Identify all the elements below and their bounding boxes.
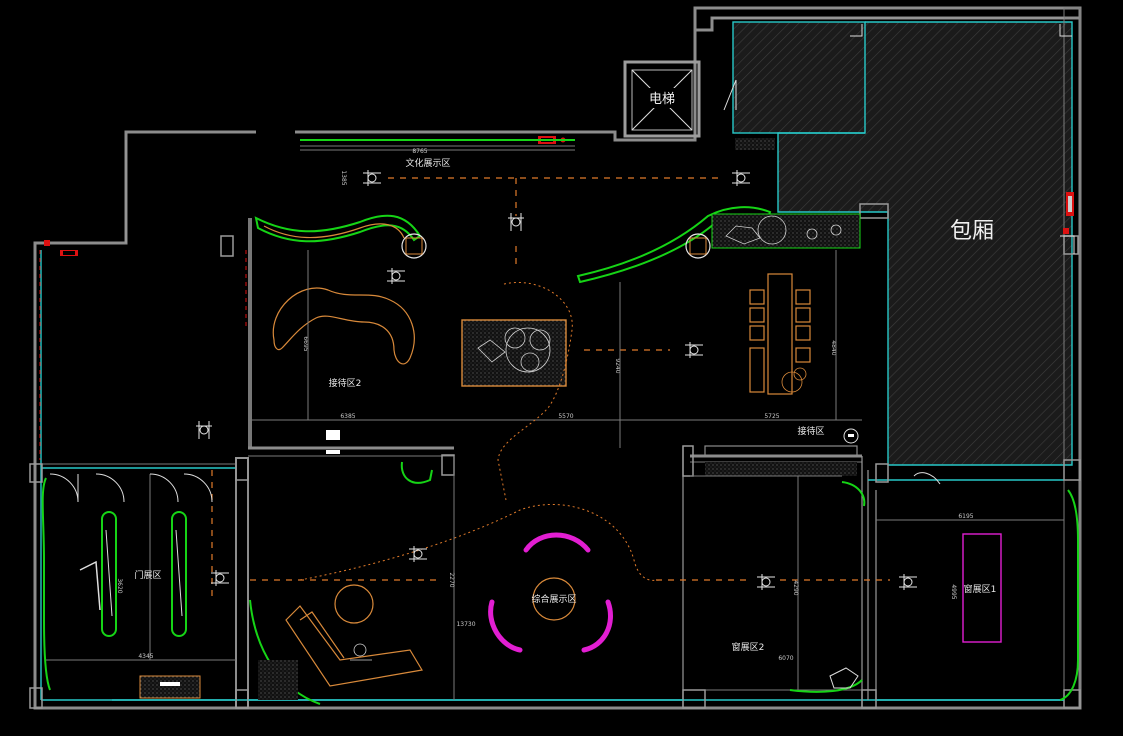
elevator-label: 电梯 bbox=[649, 92, 675, 107]
dim-6695: 6695 bbox=[302, 336, 309, 351]
reception-furniture bbox=[725, 215, 842, 395]
dim-6385: 6385 bbox=[340, 413, 355, 420]
people-icons bbox=[196, 170, 917, 590]
dim-5725: 5725 bbox=[764, 413, 779, 420]
dim-4200: 4345 bbox=[138, 653, 153, 660]
culture-display-shelf: 8765 1385 文化展示区 bbox=[300, 139, 575, 186]
dim-1385: 1385 bbox=[340, 170, 347, 185]
person-icon bbox=[409, 546, 427, 562]
person-icon bbox=[899, 574, 917, 590]
door-swings bbox=[723, 24, 1075, 485]
columns bbox=[401, 233, 711, 259]
elevator-shaft: 电梯 bbox=[623, 60, 701, 138]
dim-3620: 3620 bbox=[116, 578, 123, 593]
reception-2-furniture bbox=[272, 282, 573, 501]
person-icon bbox=[387, 268, 405, 284]
person-icon bbox=[732, 170, 750, 186]
reception-2-label: 接待区2 bbox=[329, 377, 362, 389]
integrated-display: 综合展示区 bbox=[285, 456, 613, 700]
door-display-label: 门展区 bbox=[134, 569, 161, 581]
bonsai-icon bbox=[477, 327, 551, 373]
window-display-2-label: 窗展区2 bbox=[732, 641, 765, 653]
plant-icon bbox=[781, 367, 807, 393]
integrated-display-label: 综合展示区 bbox=[531, 593, 576, 605]
dim-4840: 4840 bbox=[830, 340, 837, 355]
dim-5570: 5570 bbox=[558, 413, 573, 420]
rock-icon bbox=[725, 215, 842, 245]
dim-6070: 6070 bbox=[778, 655, 793, 662]
interior-walls bbox=[29, 203, 1081, 709]
dim-4995: 4995 bbox=[950, 584, 957, 599]
door-display: 门展区 4345 bbox=[49, 473, 213, 699]
person-icon bbox=[211, 570, 229, 586]
person-icon bbox=[196, 421, 212, 439]
private-room bbox=[732, 21, 1073, 466]
culture-display-label: 文化展示区 bbox=[405, 157, 450, 169]
person-seated-icon bbox=[350, 643, 372, 661]
dim-9240: 9240 bbox=[614, 358, 621, 373]
dim-13730: 13730 bbox=[456, 621, 475, 628]
dim-8765: 8765 bbox=[412, 148, 427, 155]
room-labels: 接待区2 接待区 包厢 6385 5570 5725 13730 6695 92… bbox=[116, 219, 994, 628]
window-display-1: 窗展区1 6195 4995 bbox=[876, 513, 1064, 643]
window-display-1-label: 窗展区1 bbox=[964, 583, 997, 595]
person-icon bbox=[363, 170, 381, 186]
reception-label: 接待区 bbox=[797, 425, 824, 437]
window-display-2: 窗展区2 6070 bbox=[690, 475, 859, 690]
private-room-label: 包厢 bbox=[950, 219, 994, 244]
person-icon bbox=[685, 342, 703, 358]
person-icon bbox=[757, 574, 775, 590]
person-icon bbox=[508, 213, 524, 231]
dim-2270: 2270 bbox=[448, 572, 455, 587]
circulation-paths bbox=[211, 177, 890, 600]
dim-4290: 4290 bbox=[792, 580, 799, 595]
dim-6195: 6195 bbox=[958, 513, 973, 520]
